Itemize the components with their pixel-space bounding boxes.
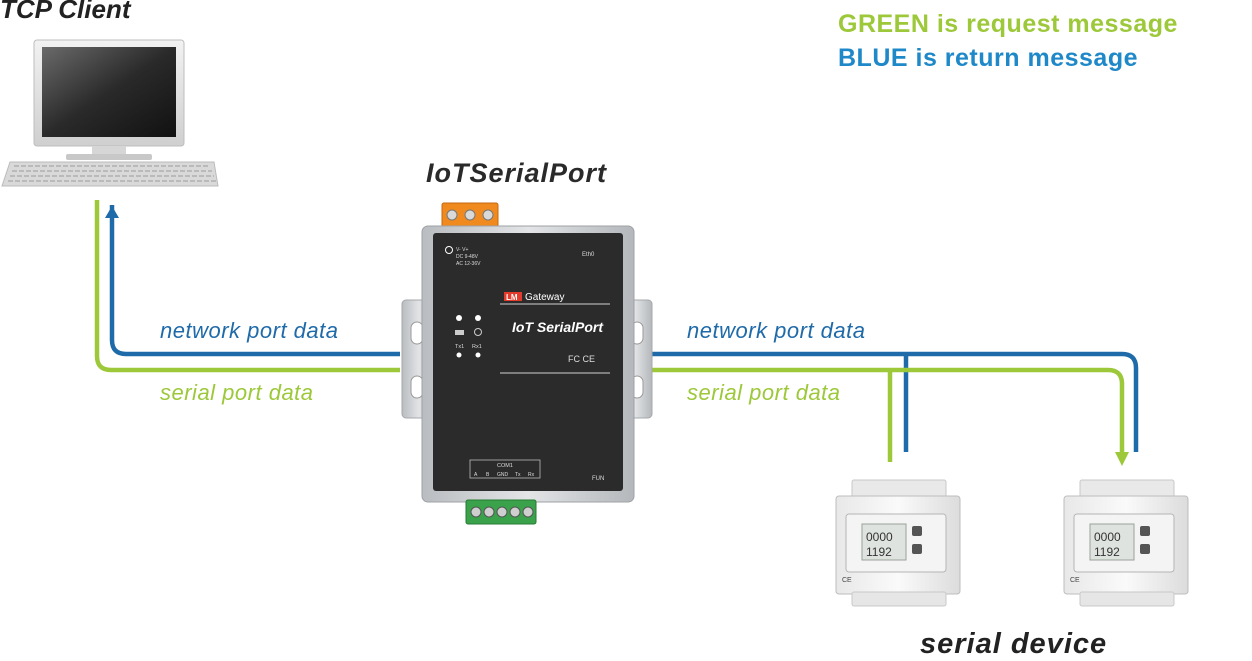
serial-device-title: serial device xyxy=(920,628,1108,660)
fun-label: FUN xyxy=(592,476,604,482)
com-label: COM1 xyxy=(497,463,513,469)
meter1-line2: 1192 xyxy=(866,545,892,559)
serial-port-label-right: serial port data xyxy=(687,380,841,405)
pin-rx: Rx xyxy=(528,472,535,478)
computer-icon xyxy=(1,39,219,187)
brand-mark: LM xyxy=(506,293,518,302)
brand-logo-icon xyxy=(504,292,522,301)
network-port-label-right: network port data xyxy=(687,318,866,343)
tx-label: Tx1 xyxy=(455,344,464,350)
return-line-left xyxy=(109,205,400,357)
cloud-icon xyxy=(474,328,482,336)
pin-a: A xyxy=(474,472,478,478)
brand-suffix: Gateway xyxy=(525,292,564,303)
meter1-line1: 0000 xyxy=(866,530,893,544)
svg-text:CE: CE xyxy=(842,577,852,584)
power-icon xyxy=(445,246,453,254)
svg-text:CE: CE xyxy=(1070,577,1080,584)
legend-blue: BLUE is return message xyxy=(838,44,1138,72)
meter2-line2: 1192 xyxy=(1094,545,1120,559)
product-name: IoT SerialPort xyxy=(512,319,604,335)
rx-label: Rx1 xyxy=(472,344,482,350)
pin-b: B xyxy=(486,472,490,478)
eth-label: Eth0 xyxy=(582,252,595,258)
serial-meter-1: 0000 1192 CE xyxy=(835,479,961,607)
gateway-title: IoTSerialPort xyxy=(426,158,608,188)
cert-marks: FC CE xyxy=(568,354,595,364)
gateway-device: V- V+ DC 9-48V AC 12-36V Eth0 LM Gateway… xyxy=(401,202,653,525)
request-line-right xyxy=(650,367,1125,452)
request-line-left xyxy=(94,200,400,373)
power-ac: AC 12-36V xyxy=(456,261,481,267)
network-port-label-left: network port data xyxy=(160,318,339,343)
serial-meter-2: 0000 1192 CE xyxy=(1063,479,1189,607)
status-icon xyxy=(456,315,462,321)
signal-icon xyxy=(455,330,464,335)
pin-tx: Tx xyxy=(515,472,521,478)
serial-port-label-left: serial port data xyxy=(160,380,314,405)
power-dc: DC 9-48V xyxy=(456,254,479,260)
legend-green: GREEN is request message xyxy=(838,10,1178,38)
power-label: V- V+ xyxy=(456,247,468,253)
meter2-line1: 0000 xyxy=(1094,530,1121,544)
sun-icon xyxy=(475,315,481,321)
return-line-right xyxy=(650,351,1139,452)
pin-gnd: GND xyxy=(497,472,509,478)
tcp-client-title: TCP Client xyxy=(0,0,131,24)
